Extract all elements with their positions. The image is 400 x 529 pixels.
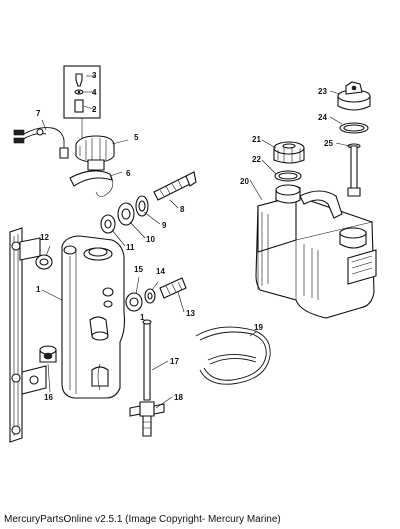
fuel-cap bbox=[273, 141, 305, 164]
sensor-harness bbox=[13, 127, 69, 159]
bushing-11 bbox=[100, 214, 116, 234]
valve bbox=[129, 401, 165, 437]
callout-18: 18 bbox=[174, 393, 183, 402]
callout-8: 8 bbox=[180, 205, 185, 214]
callout-19: 19 bbox=[254, 323, 263, 332]
gasket-22 bbox=[274, 170, 302, 182]
callout-21: 21 bbox=[252, 135, 261, 144]
bolt bbox=[153, 171, 197, 201]
callout-20: 20 bbox=[240, 177, 249, 186]
callout-17: 17 bbox=[170, 357, 179, 366]
callout-22: 22 bbox=[252, 155, 261, 164]
callout-1: 1 bbox=[36, 285, 41, 294]
callout-23: 23 bbox=[318, 87, 327, 96]
callout-1-tube: 1 bbox=[140, 313, 145, 322]
fuel-tank bbox=[255, 184, 377, 319]
strap bbox=[69, 170, 114, 197]
grommet-10 bbox=[117, 202, 135, 226]
callout-9: 9 bbox=[162, 221, 167, 230]
fitting-13 bbox=[159, 277, 187, 299]
grommet-12 bbox=[35, 254, 53, 270]
nut-14 bbox=[144, 288, 156, 304]
callout-14: 14 bbox=[156, 267, 165, 276]
callout-7: 7 bbox=[36, 109, 41, 118]
callout-15: 15 bbox=[134, 265, 143, 274]
callout-5: 5 bbox=[134, 133, 139, 142]
cap bbox=[75, 135, 115, 171]
callout-3: 3 bbox=[92, 71, 97, 80]
mounting-bracket bbox=[9, 227, 47, 443]
image-caption: MercuryPartsOnline v2.5.1 (Image Copyrig… bbox=[4, 514, 281, 525]
callout-13: 13 bbox=[186, 309, 195, 318]
callout-12: 12 bbox=[40, 233, 49, 242]
callout-6: 6 bbox=[126, 169, 131, 178]
gasket-24 bbox=[339, 122, 369, 134]
grommet-15 bbox=[125, 292, 143, 312]
washer-9 bbox=[135, 195, 149, 217]
pickup-tube bbox=[142, 319, 152, 401]
callouts: 3 4 2 5 6 7 8 9 10 11 12 1 13 14 15 1 16… bbox=[36, 71, 333, 402]
callout-25: 25 bbox=[324, 139, 333, 148]
callout-4: 4 bbox=[92, 88, 97, 97]
fuel-gauge bbox=[337, 81, 371, 111]
leader-lines bbox=[41, 75, 351, 409]
hose bbox=[195, 326, 271, 385]
callout-16: 16 bbox=[44, 393, 53, 402]
gauge-sender bbox=[347, 143, 361, 197]
oil-tank bbox=[61, 235, 126, 399]
callout-2: 2 bbox=[92, 105, 97, 114]
callout-11: 11 bbox=[126, 243, 135, 252]
fitting-16 bbox=[39, 345, 57, 363]
callout-10: 10 bbox=[146, 235, 155, 244]
callout-24: 24 bbox=[318, 113, 327, 122]
